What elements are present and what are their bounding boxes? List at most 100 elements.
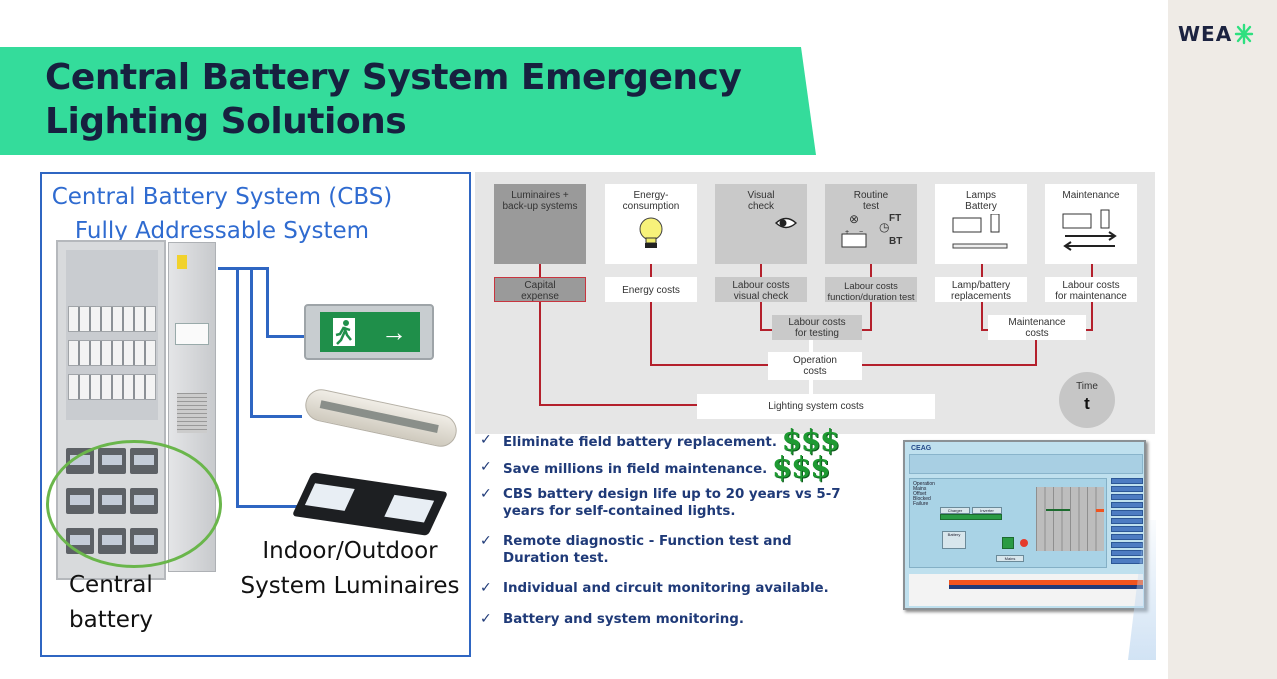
cost-category-energy: Energy- consumption — [605, 184, 697, 264]
connector-line — [981, 302, 983, 330]
software-message-log — [909, 574, 1143, 606]
box-label: Lamp/battery — [951, 279, 1011, 291]
benefit-item: ✓ Individual and circuit monitoring avai… — [478, 580, 898, 597]
legend-item: Offset — [913, 491, 927, 497]
connector-line — [650, 264, 652, 277]
caption-line: Central — [69, 572, 153, 598]
check-icon: ✓ — [480, 486, 492, 502]
connector-line — [760, 264, 762, 277]
software-button[interactable] — [1111, 510, 1143, 516]
door-vent — [177, 393, 207, 433]
box-label: Maintenance — [1008, 317, 1066, 328]
connector-line — [539, 302, 541, 406]
ft-label: FT — [889, 213, 902, 224]
circuit-fault-bar — [1096, 509, 1104, 512]
svg-text:+: + — [845, 230, 849, 236]
box-label: check — [747, 201, 775, 212]
bt-label: BT — [889, 236, 903, 247]
box-label: consumption — [622, 201, 680, 212]
software-main-panel: Operation Mains Offset Blocked Failure C… — [909, 478, 1107, 568]
legend-item: Operation — [913, 481, 935, 487]
energy-costs-box: Energy costs — [605, 277, 697, 302]
box-label: Visual — [747, 190, 775, 201]
title-banner — [0, 47, 816, 155]
warning-label — [177, 255, 187, 269]
cbs-heading-line-1: Central Battery System (CBS) — [51, 184, 393, 210]
wire — [218, 267, 268, 270]
led-panel — [384, 494, 435, 523]
benefits-list: ✓ Eliminate field battery replacement. $… — [478, 426, 898, 638]
connector-line — [760, 329, 772, 331]
box-label: Lighting system costs — [768, 401, 864, 412]
benefit-text: Remote diagnostic - Function test and Du… — [503, 534, 792, 566]
battery-lamp-icon — [952, 214, 1008, 249]
software-button[interactable] — [1111, 518, 1143, 524]
software-button[interactable] — [1111, 478, 1143, 484]
maintenance-exchange-icon — [1062, 209, 1117, 251]
cost-category-routine-test: Routine test ⊗ FT ◷ BT +− — [825, 184, 917, 264]
box-label: Energy- — [633, 190, 669, 201]
connector-line — [870, 264, 872, 277]
software-button[interactable] — [1111, 486, 1143, 492]
cost-category-visual-check: Visual check — [715, 184, 807, 264]
connector-line — [981, 264, 983, 277]
highbay-luminaire — [291, 472, 449, 536]
benefit-text: CBS battery design life up to 20 years v… — [503, 487, 841, 519]
benefit-text: Individual and circuit monitoring availa… — [503, 581, 829, 596]
software-button[interactable] — [1111, 526, 1143, 532]
box-label: Labour costs — [1062, 279, 1120, 291]
door-window — [175, 323, 209, 345]
dollar-signs: $$$ — [771, 450, 831, 484]
box-label: for maintenance — [1055, 290, 1127, 302]
benefit-text: Save millions in field maintenance. — [503, 462, 768, 477]
logo-text: WEA — [1178, 22, 1233, 46]
monitoring-software-screenshot: CEAG Operation Mains Offset Blocked Fail… — [903, 440, 1146, 610]
cost-category-luminaires: Luminaires + back-up systems — [494, 184, 586, 264]
check-icon: ✓ — [480, 533, 492, 549]
time-label: Time — [1076, 381, 1098, 392]
box-label: Routine — [853, 190, 889, 201]
time-symbol: t — [1084, 394, 1090, 413]
check-icon: ✓ — [480, 459, 492, 475]
maintenance-costs-box: Maintenance costs — [988, 315, 1086, 340]
software-button[interactable] — [1111, 494, 1143, 500]
box-label: Operation — [793, 355, 837, 366]
check-icon: ✓ — [480, 611, 492, 627]
connector-line — [650, 302, 652, 366]
benefit-item: ✓ Eliminate field battery replacement. $… — [478, 426, 898, 455]
operation-costs-box: Operation costs — [768, 352, 862, 380]
light-bulb-icon — [639, 217, 663, 248]
connector-line — [539, 264, 541, 277]
connector-line — [861, 329, 872, 331]
clock-icon: ◷ — [879, 220, 890, 234]
arrow-right-icon: → — [381, 316, 407, 347]
status-bar — [940, 514, 1002, 520]
box-label: costs — [1025, 328, 1049, 339]
software-button[interactable] — [1111, 542, 1143, 548]
running-man-exit-icon — [333, 318, 355, 346]
software-button[interactable] — [1111, 550, 1143, 556]
software-button[interactable] — [1111, 502, 1143, 508]
connector-line — [981, 329, 991, 331]
box-label: costs — [803, 366, 827, 377]
box-label: Energy costs — [622, 285, 680, 296]
box-label: back-up systems — [502, 201, 578, 212]
title-line-2: Lighting Solutions — [45, 101, 407, 142]
cbs-heading: Central Battery System (CBS) Fully Addre… — [42, 180, 402, 248]
box-label: Battery — [965, 201, 997, 212]
testing-costs-box: Labour costs for testing — [772, 315, 862, 340]
software-button[interactable] — [1111, 558, 1143, 564]
caption-line: battery — [69, 607, 153, 633]
charger-block: Charger — [940, 507, 970, 514]
cbs-heading-line-2: Fully Addressable System — [74, 218, 370, 244]
box-label: Labour costs — [788, 317, 846, 328]
cbs-panel: Central Battery System (CBS) Fully Addre… — [40, 172, 471, 657]
connector-line — [760, 302, 762, 330]
box-label: function/duration test — [827, 290, 915, 302]
box-label: for testing — [795, 328, 839, 339]
svg-text:−: − — [859, 230, 863, 236]
benefit-item: ✓ Remote diagnostic - Function test and … — [478, 533, 838, 567]
box-label: Maintenance — [1062, 190, 1120, 201]
software-button[interactable] — [1111, 534, 1143, 540]
